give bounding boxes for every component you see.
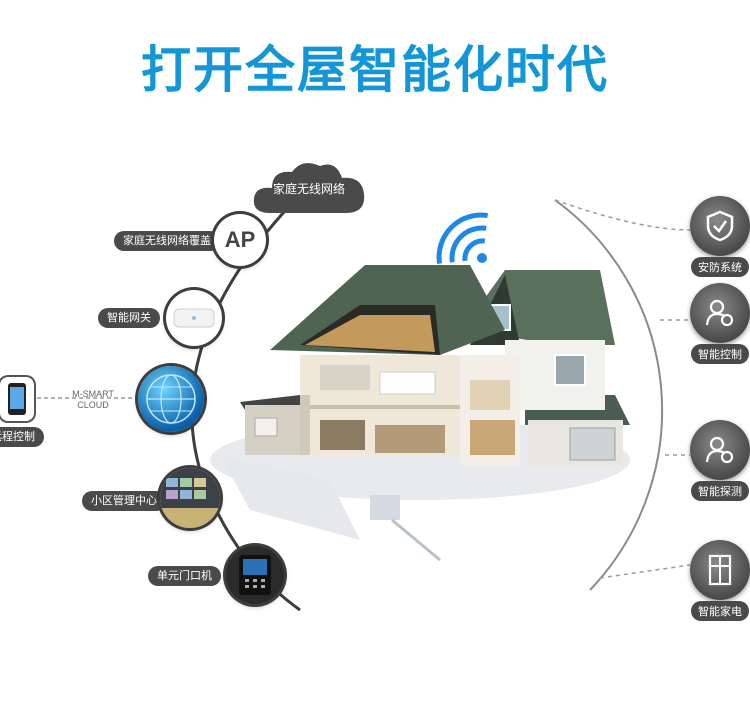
feature-label: 智能控制 (691, 344, 749, 364)
user-gear-icon (690, 420, 750, 480)
monitor-wall-icon (160, 468, 220, 528)
globe-icon (146, 374, 196, 424)
remote-control-label: 远程控制 (0, 427, 44, 447)
page-title: 打开全屋智能化时代 (141, 41, 609, 99)
feature-smart-detection: 智能探测 (685, 420, 750, 501)
ap-text: AP (224, 227, 256, 252)
feature-smart-control: 智能控制 (685, 283, 750, 364)
community-center-image (160, 468, 220, 528)
ap-coverage-label: 家庭无线网络覆盖 (114, 231, 220, 251)
phone-icon (8, 383, 26, 415)
door-unit-label: 单元门口机 (148, 566, 221, 586)
phone-device (0, 377, 34, 421)
globe-hub (138, 366, 204, 432)
home-wifi-cloud: 家庭无线网络 (250, 158, 368, 220)
right-orbit-arc (554, 199, 664, 591)
gateway-device (166, 290, 222, 346)
community-center-label: 小区管理中心 (82, 491, 166, 511)
cloud-icon (253, 163, 365, 213)
feature-label: 智能家电 (691, 601, 749, 621)
router-icon (173, 308, 215, 328)
fridge-icon (690, 540, 750, 600)
intercom-icon (239, 555, 271, 595)
wifi-icon (436, 212, 489, 265)
gateway-label: 智能网关 (98, 308, 160, 328)
feature-security: 安防系统 (685, 196, 750, 277)
feature-label: 安防系统 (691, 257, 749, 277)
user-gear-icon (690, 283, 750, 343)
cloud-label: 家庭无线网络 (272, 182, 345, 196)
shield-icon (690, 196, 750, 256)
door-unit-device (226, 546, 284, 604)
feature-smart-appliances: 智能家电 (685, 540, 750, 621)
ap-badge: AP (214, 214, 266, 266)
cloud-service-label: M-SMART CLOUD (72, 389, 114, 410)
feature-label: 智能探测 (691, 481, 749, 501)
